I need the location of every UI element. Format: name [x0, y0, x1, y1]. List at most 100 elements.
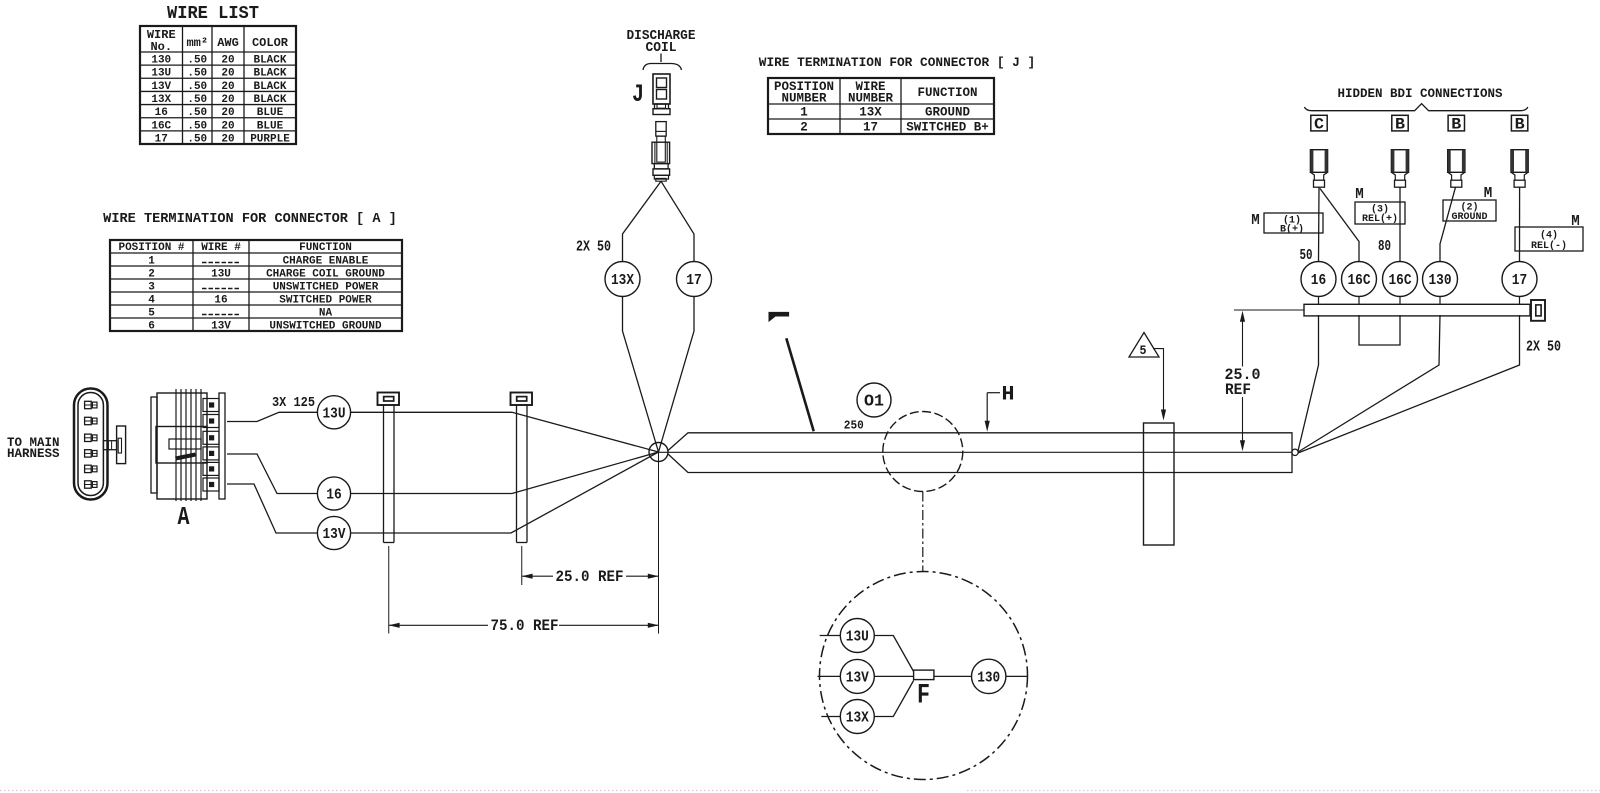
- svg-text:SWITCHED POWER: SWITCHED POWER: [279, 295, 372, 307]
- svg-text:POSITION: POSITION: [774, 80, 834, 94]
- svg-text:20: 20: [221, 107, 234, 119]
- svg-text:CHARGE ENABLE: CHARGE ENABLE: [283, 256, 369, 268]
- svg-text:2: 2: [148, 269, 155, 281]
- svg-text:F: F: [917, 681, 930, 712]
- svg-text:50: 50: [1300, 248, 1313, 264]
- svg-text:NUMBER: NUMBER: [848, 92, 894, 106]
- svg-text:4: 4: [148, 295, 155, 307]
- svg-text:16C: 16C: [1347, 272, 1370, 289]
- svg-text:REL(+): REL(+): [1362, 213, 1398, 225]
- svg-text:17: 17: [686, 272, 702, 289]
- svg-text:13X: 13X: [859, 106, 882, 120]
- svg-text:5: 5: [1140, 344, 1147, 358]
- svg-text:1: 1: [800, 106, 808, 120]
- svg-text:(3): (3): [1371, 203, 1389, 215]
- svg-text:A: A: [178, 502, 190, 532]
- svg-text:TO MAIN: TO MAIN: [7, 436, 60, 450]
- svg-text:13U: 13U: [151, 68, 171, 80]
- svg-text:WIRE #: WIRE #: [201, 242, 241, 254]
- svg-text:B: B: [1451, 116, 1461, 134]
- svg-text:BLUE: BLUE: [257, 120, 284, 132]
- svg-text:(1): (1): [1283, 214, 1301, 226]
- svg-text:20: 20: [221, 81, 234, 93]
- svg-text:16: 16: [326, 487, 342, 504]
- svg-text:80: 80: [1378, 239, 1391, 255]
- svg-text:M: M: [1571, 213, 1580, 230]
- svg-text:REL(-): REL(-): [1531, 240, 1567, 252]
- svg-text:GROUND: GROUND: [925, 106, 971, 120]
- svg-text:17: 17: [1512, 272, 1527, 289]
- svg-text:H: H: [1002, 384, 1015, 407]
- svg-text:2X 50: 2X 50: [576, 240, 611, 256]
- svg-text:16: 16: [214, 295, 227, 307]
- svg-text:13X: 13X: [611, 272, 634, 289]
- svg-text:NUMBER: NUMBER: [781, 92, 827, 106]
- svg-text:130: 130: [1428, 272, 1451, 289]
- svg-text:CHARGE COIL GROUND: CHARGE COIL GROUND: [266, 269, 385, 281]
- svg-text:HARNESS: HARNESS: [7, 447, 60, 461]
- svg-text:BLACK: BLACK: [253, 81, 286, 93]
- svg-text:WIRE: WIRE: [147, 28, 176, 42]
- svg-text:BLUE: BLUE: [257, 107, 284, 119]
- svg-text:SWITCHED B+: SWITCHED B+: [906, 121, 989, 135]
- svg-text:J: J: [632, 80, 644, 109]
- svg-text:13V: 13V: [211, 321, 231, 333]
- svg-text:130: 130: [151, 55, 171, 67]
- svg-text:WIRE TERMINATION FOR CONNECTOR: WIRE TERMINATION FOR CONNECTOR [ J ]: [759, 55, 1035, 70]
- svg-text:COLOR: COLOR: [252, 36, 289, 50]
- svg-text:B(+): B(+): [1280, 224, 1304, 236]
- svg-text:mm²: mm²: [186, 36, 208, 50]
- svg-text:O1: O1: [864, 392, 884, 411]
- svg-text:.50: .50: [187, 55, 207, 67]
- svg-text:25.0: 25.0: [1225, 366, 1261, 384]
- svg-text:13X: 13X: [846, 710, 869, 727]
- svg-text:25.0 REF: 25.0 REF: [556, 568, 624, 586]
- svg-text:130: 130: [977, 669, 1000, 686]
- svg-text:13V: 13V: [846, 669, 869, 686]
- svg-text:NA: NA: [319, 308, 333, 320]
- svg-text:20: 20: [221, 55, 234, 67]
- svg-text:1: 1: [148, 256, 155, 268]
- svg-text:3X 125: 3X 125: [272, 395, 315, 411]
- svg-text:FUNCTION: FUNCTION: [917, 86, 977, 100]
- svg-text:20: 20: [221, 120, 234, 132]
- svg-text:HIDDEN BDI CONNECTIONS: HIDDEN BDI CONNECTIONS: [1337, 87, 1503, 101]
- svg-text:17: 17: [155, 133, 168, 145]
- svg-text:M: M: [1355, 186, 1364, 203]
- svg-text:13X: 13X: [151, 94, 171, 106]
- svg-text:250: 250: [844, 419, 864, 433]
- svg-text:UNSWITCHED GROUND: UNSWITCHED GROUND: [269, 321, 382, 333]
- svg-text:16C: 16C: [1388, 272, 1411, 289]
- svg-text:20: 20: [221, 94, 234, 106]
- svg-text:.50: .50: [187, 68, 207, 80]
- svg-text:13U: 13U: [323, 405, 346, 422]
- svg-text:BLACK: BLACK: [253, 94, 286, 106]
- svg-text:POSITION #: POSITION #: [118, 242, 184, 254]
- svg-text:16: 16: [155, 107, 168, 119]
- svg-text:C: C: [1314, 116, 1324, 134]
- svg-text:13U: 13U: [211, 269, 231, 281]
- svg-text:2: 2: [800, 121, 808, 135]
- svg-text:BLACK: BLACK: [253, 55, 286, 67]
- svg-text:.50: .50: [187, 120, 207, 132]
- svg-text:2X 50: 2X 50: [1526, 340, 1561, 356]
- svg-text:FUNCTION: FUNCTION: [299, 242, 352, 254]
- svg-text:.50: .50: [187, 133, 207, 145]
- svg-text:AWG: AWG: [217, 36, 239, 50]
- svg-text:75.0 REF: 75.0 REF: [491, 617, 559, 635]
- svg-text:13V: 13V: [151, 81, 171, 93]
- svg-text:DISCHARGE: DISCHARGE: [627, 29, 696, 44]
- svg-text:B: B: [1395, 116, 1405, 134]
- svg-text:16C: 16C: [151, 120, 171, 132]
- svg-text:PURPLE: PURPLE: [250, 133, 290, 145]
- svg-text:COIL: COIL: [646, 41, 677, 56]
- svg-text:BLACK: BLACK: [253, 68, 286, 80]
- svg-text:.50: .50: [187, 107, 207, 119]
- svg-text:WIRE LIST: WIRE LIST: [167, 4, 259, 24]
- svg-text:REF: REF: [1225, 381, 1251, 399]
- svg-text:3: 3: [148, 282, 155, 294]
- svg-text:.50: .50: [187, 94, 207, 106]
- svg-text:5: 5: [148, 308, 155, 320]
- svg-text:B: B: [1515, 116, 1525, 134]
- svg-text:M: M: [1251, 212, 1260, 229]
